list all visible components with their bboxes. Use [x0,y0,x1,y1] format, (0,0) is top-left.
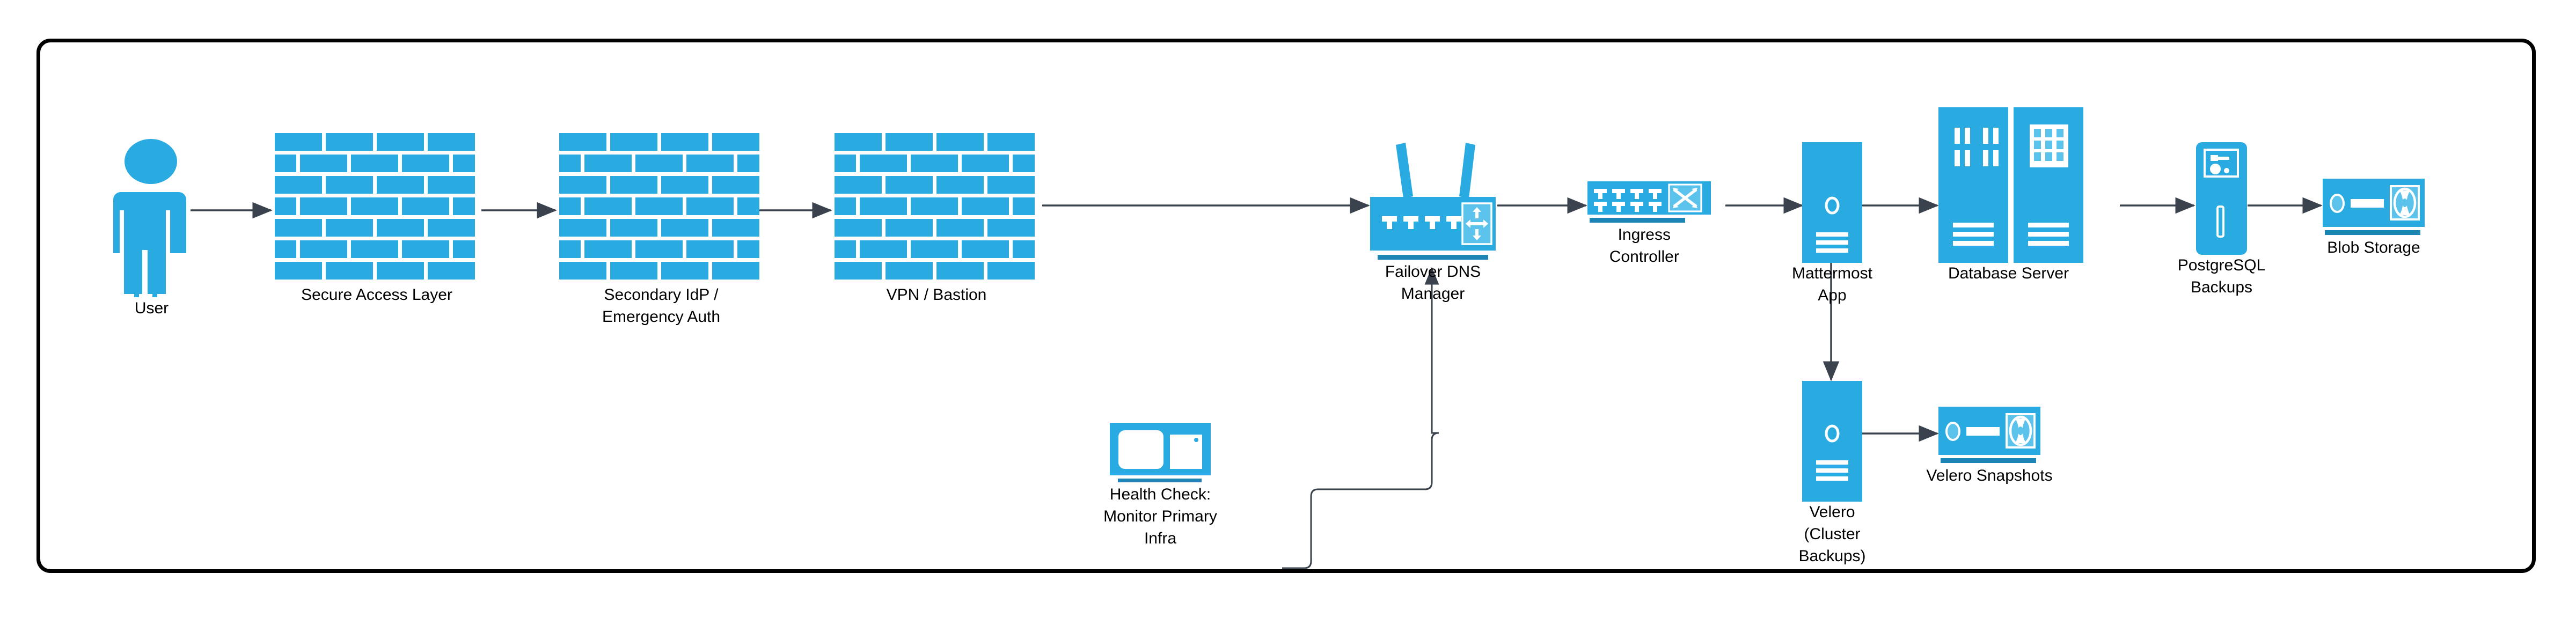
backup-appliance-icon [2196,142,2247,255]
node-database-server-label: Database Server [1948,264,2069,282]
node-blob-storage-label: Blob Storage [2327,239,2420,256]
node-vpn-bastion-label: VPN / Bastion [886,286,987,304]
node-blob-storage[interactable]: Blob Storage [2323,179,2425,256]
firewall-brick-icon [275,133,479,281]
storage-array-icon [1938,407,2040,468]
node-failover-dns-manager-label: Failover DNS Manager [1385,263,1481,303]
node-user-label: User [134,299,169,317]
node-health-check[interactable]: Health Check: Monitor Primary Infra [1103,423,1217,547]
diagram-boundary-frame [36,39,2536,573]
node-secure-access-layer-label: Secure Access Layer [301,286,452,304]
user-person-icon [110,133,193,297]
node-mattermost-app-label: Mattermost App [1791,264,1873,304]
network-switch-icon [1587,177,1711,239]
node-database-server[interactable]: Database Server [1938,107,2094,282]
node-velero-label: Velero (Cluster Backups) [1798,503,1866,565]
node-postgresql-backups-label: PostgreSQL Backups [2177,256,2266,296]
node-secure-access-layer[interactable]: Secure Access Layer [275,133,479,304]
wireless-router-icon [1366,141,1500,267]
node-secondary-idp[interactable]: Secondary IdP / Emergency Auth [559,133,763,326]
node-health-check-label: Health Check: Monitor Primary Infra [1103,486,1217,547]
node-user[interactable]: User [110,133,193,317]
node-failover-dns-manager[interactable]: Failover DNS Manager [1366,141,1500,303]
monitor-devices-icon [1110,423,1211,493]
server-tower-icon [1802,381,1862,502]
node-velero-snapshots-label: Velero Snapshots [1926,467,2053,484]
storage-array-icon [2323,179,2425,240]
node-vpn-bastion[interactable]: VPN / Bastion [835,133,1038,304]
database-rack-icon [1938,107,2094,263]
server-tower-icon [1802,142,1862,263]
node-ingress-controller-label: Ingress Controller [1609,226,1679,266]
node-mattermost-app[interactable]: Mattermost App [1792,142,1872,304]
node-velero[interactable]: Velero (Cluster Backups) [1798,381,1866,565]
node-postgresql-backups[interactable]: PostgreSQL Backups [2178,142,2265,296]
node-ingress-controller[interactable]: Ingress Controller [1587,177,1711,266]
firewall-brick-icon [559,133,763,281]
firewall-brick-icon [835,133,1038,281]
node-secondary-idp-label: Secondary IdP / Emergency Auth [602,286,721,326]
node-velero-snapshots[interactable]: Velero Snapshots [1926,407,2053,484]
